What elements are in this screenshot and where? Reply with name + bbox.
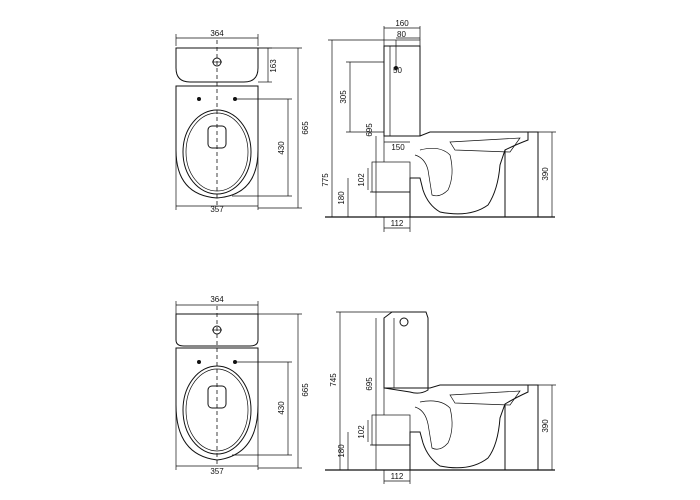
side1-inlet-offset-label: 80 bbox=[397, 30, 406, 39]
side1-waste-height-label: 180 bbox=[337, 191, 346, 205]
side1-inlet-height-label: 50 bbox=[393, 66, 402, 75]
top-plan-view-1: 364 163 430 665 357 bbox=[175, 29, 310, 214]
side-view-1: 160 80 50 305 695 150 775 180 bbox=[321, 19, 556, 232]
side1-outlet-offset-label: 150 bbox=[391, 143, 405, 152]
plan1-total-depth-label: 665 bbox=[301, 121, 310, 135]
plan1-tank-depth-label: 163 bbox=[269, 59, 278, 73]
side2-bowl-height-label: 390 bbox=[541, 419, 550, 433]
side-view-2: 745 695 180 102 390 112 bbox=[325, 311, 556, 484]
side2-waste-dia-label: 102 bbox=[357, 425, 366, 439]
side1-waste-dia-label: 102 bbox=[357, 173, 366, 187]
plan2-width-label: 364 bbox=[210, 295, 224, 304]
top-plan-view-2: 364 430 665 357 bbox=[175, 295, 310, 476]
side1-bowl-height-label: 390 bbox=[541, 167, 550, 181]
plan1-seat-depth-label: 430 bbox=[277, 141, 286, 155]
plan2-seat-depth-label: 430 bbox=[277, 401, 286, 415]
side2-waste-height-label: 180 bbox=[337, 444, 346, 458]
plan1-base-width-label: 357 bbox=[210, 205, 224, 214]
side1-tank-width-label: 160 bbox=[395, 19, 409, 28]
side1-total-height-label: 775 bbox=[321, 173, 330, 187]
side1-tank-height-label: 305 bbox=[339, 90, 348, 104]
side2-seat-height-label: 695 bbox=[365, 377, 374, 391]
side1-waste-center-label: 112 bbox=[391, 219, 404, 228]
side2-total-height-label: 745 bbox=[329, 373, 338, 387]
plan2-total-depth-label: 665 bbox=[301, 383, 310, 397]
plan1-width-label: 364 bbox=[210, 29, 224, 38]
side1-seat-height-label: 695 bbox=[365, 123, 374, 137]
plan2-base-width-label: 357 bbox=[210, 467, 224, 476]
side2-waste-center-label: 112 bbox=[391, 472, 404, 481]
